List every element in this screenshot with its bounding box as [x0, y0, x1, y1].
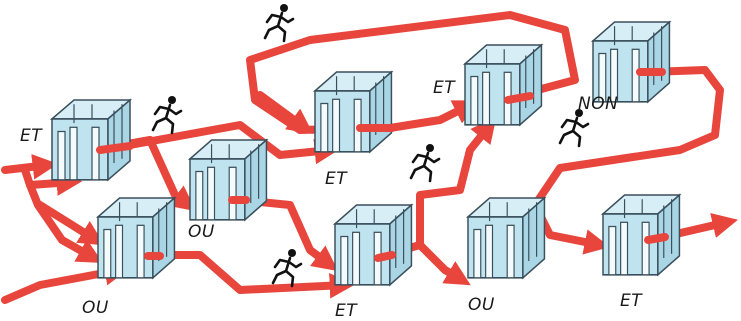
running-man-icon	[263, 2, 295, 43]
gate-g7	[467, 197, 546, 279]
wire-input-c	[26, 181, 103, 264]
wire-input-d	[1, 260, 131, 304]
gate-g2	[189, 139, 268, 221]
wire-g4-g6	[381, 117, 497, 259]
wire-g3-g4	[146, 251, 356, 299]
gate-label: OU	[188, 222, 215, 242]
gate-g8	[592, 21, 671, 103]
running-man-icon	[558, 107, 590, 148]
gate-label: ET	[433, 78, 456, 98]
gate-label: ET	[20, 126, 43, 146]
gate-g5	[314, 71, 393, 153]
gate-labels: ET OU OU ET ET ET OU NON ET	[20, 78, 643, 321]
running-man-icon	[409, 142, 441, 183]
gate-label: ET	[620, 291, 643, 311]
gate-label: ET	[335, 301, 358, 321]
wire-g5-g6	[386, 100, 480, 132]
gate-label: ET	[325, 169, 348, 189]
gate-label: OU	[468, 295, 495, 315]
gate-g3	[97, 197, 176, 279]
wire-g5-top-loop	[246, 11, 579, 134]
wire-g4-g7	[416, 241, 471, 286]
wire-input-e	[36, 201, 105, 246]
gate-outputs	[96, 68, 669, 262]
gate-g4	[334, 204, 413, 286]
running-man-icon	[271, 247, 303, 288]
running-man-icon	[151, 94, 183, 135]
wire-loop-into-g5	[256, 91, 314, 135]
gate-label: OU	[82, 298, 109, 318]
gate-g6	[464, 44, 543, 126]
gate-g1	[51, 99, 131, 181]
gate-label: NON	[578, 94, 618, 114]
